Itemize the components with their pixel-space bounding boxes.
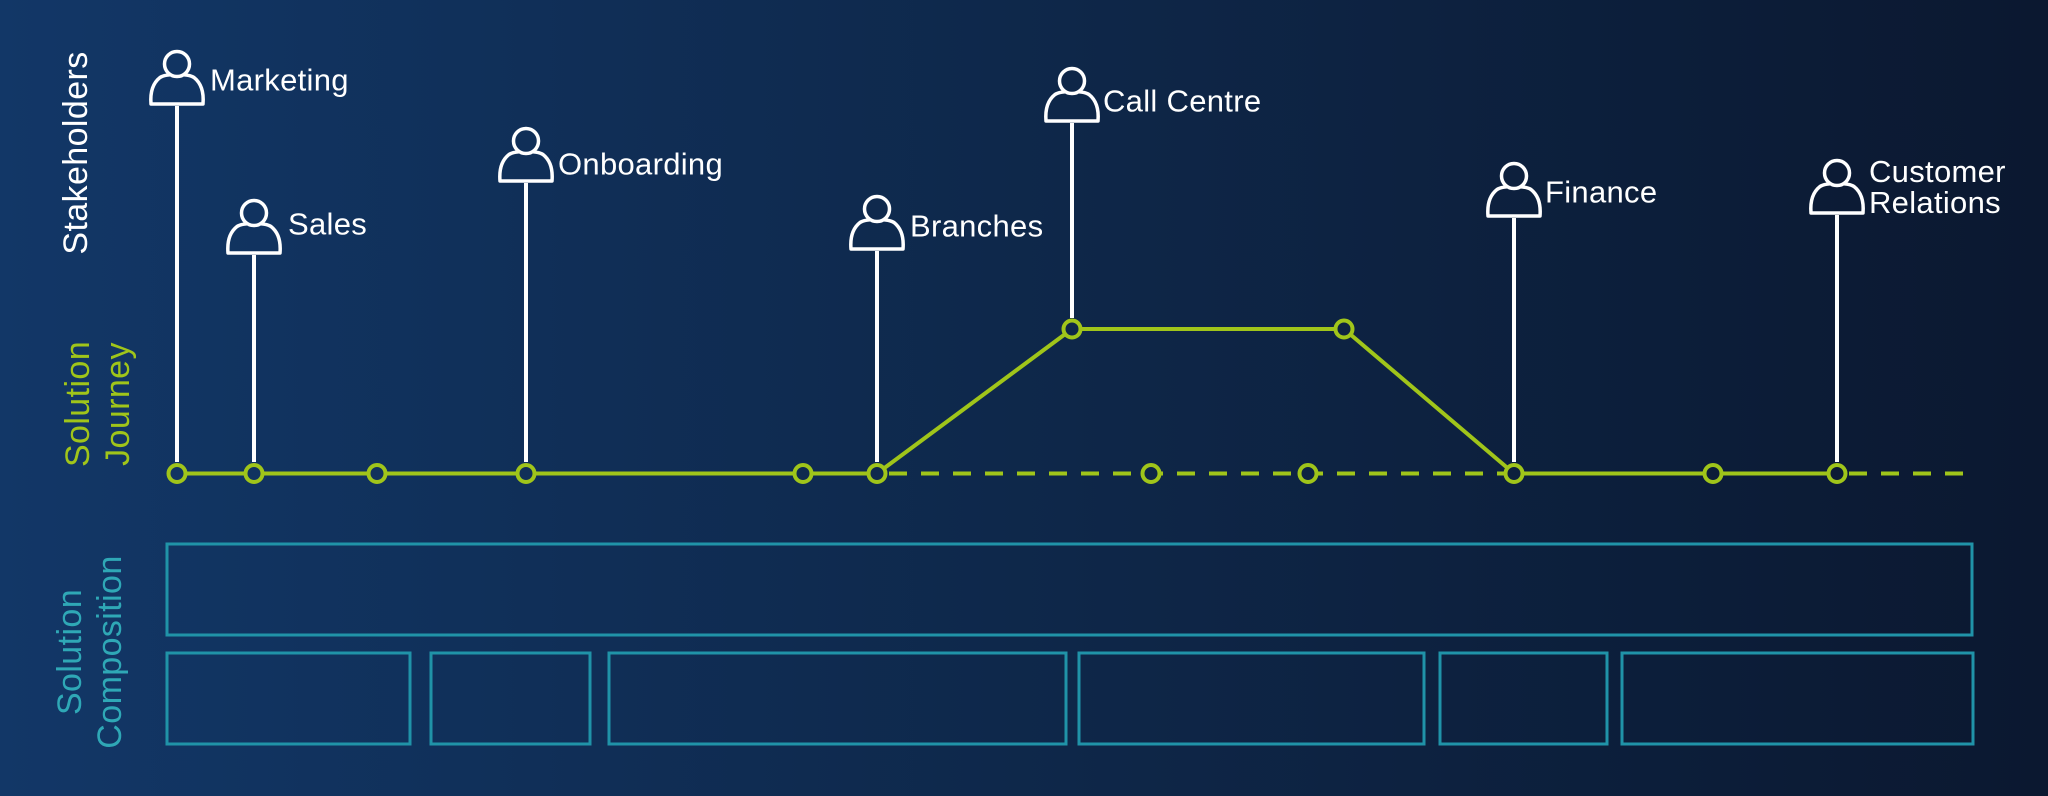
journey-node bbox=[166, 463, 188, 484]
journey-node bbox=[866, 463, 888, 484]
composition-box bbox=[1620, 651, 1975, 746]
person-icon bbox=[1809, 158, 1865, 215]
journey-solid-path bbox=[177, 327, 1837, 476]
section-label-solution-composition: Solution Composition bbox=[51, 555, 129, 749]
journey-node-raised bbox=[1333, 318, 1355, 340]
stakeholder-label-marketing: Marketing bbox=[210, 62, 349, 98]
stakeholder-lines bbox=[175, 106, 1839, 462]
journey-node bbox=[1503, 463, 1525, 484]
journey-node bbox=[1826, 463, 1848, 484]
person-icon bbox=[849, 194, 905, 251]
journey-node bbox=[1702, 463, 1724, 484]
journey-node bbox=[792, 463, 814, 484]
composition-box bbox=[429, 651, 592, 746]
person-icon bbox=[498, 126, 554, 183]
composition-box bbox=[1438, 651, 1609, 746]
stakeholder-icons bbox=[149, 49, 1865, 255]
composition-box bbox=[165, 651, 412, 746]
composition-boxes bbox=[165, 542, 1975, 746]
journey-node bbox=[515, 463, 537, 484]
stakeholder-label-branches: Branches bbox=[910, 208, 1044, 244]
composition-box bbox=[1077, 651, 1426, 746]
person-icon bbox=[1486, 161, 1542, 218]
composition-box bbox=[607, 651, 1068, 746]
person-icon bbox=[1044, 66, 1100, 123]
composition-box-wide bbox=[165, 542, 1974, 637]
stakeholder-label-customer-relations: Customer Relations bbox=[1869, 154, 2006, 220]
stakeholder-label-call-centre: Call Centre bbox=[1103, 83, 1262, 119]
journey-node bbox=[1297, 463, 1319, 484]
journey-node bbox=[366, 463, 388, 484]
journey-node bbox=[1140, 463, 1162, 484]
journey-nodes bbox=[166, 318, 1848, 484]
journey-node bbox=[243, 463, 265, 484]
stakeholder-label-sales: Sales bbox=[288, 206, 368, 242]
person-icon bbox=[149, 49, 205, 106]
person-icon bbox=[226, 198, 282, 255]
section-label-solution-journey: Solution Journey bbox=[59, 340, 137, 468]
stakeholder-label-onboarding: Onboarding bbox=[558, 146, 724, 182]
section-label-stakeholders: Stakeholders bbox=[57, 51, 95, 255]
journey-node-raised bbox=[1061, 318, 1083, 340]
stakeholder-label-finance: Finance bbox=[1545, 174, 1658, 210]
